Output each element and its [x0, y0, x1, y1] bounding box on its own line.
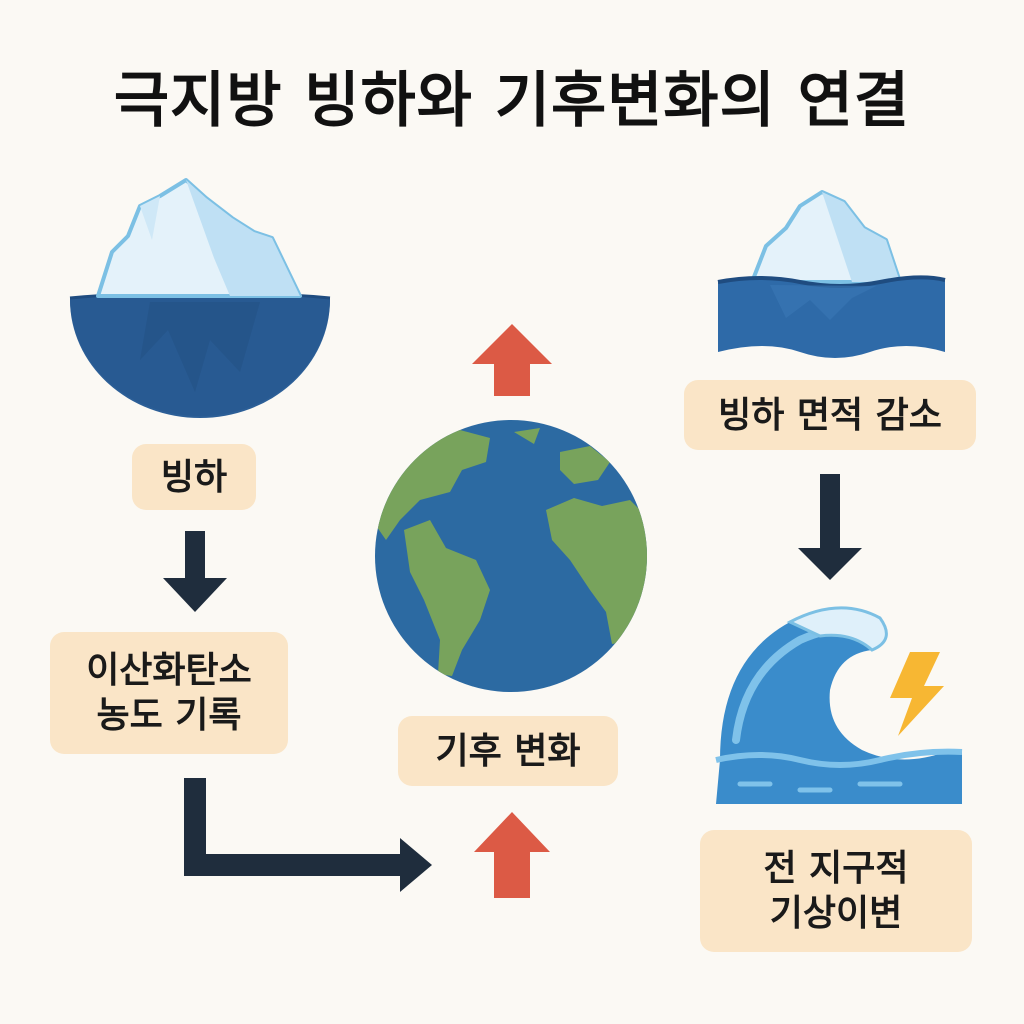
- label-area-decrease-text: 빙하 면적 감소: [718, 394, 942, 436]
- arrow-up-bottom-red: [474, 812, 550, 898]
- lightning-icon: [890, 652, 944, 736]
- arrow-co2-to-earth: [184, 778, 432, 892]
- label-weather-line2: 기상이변: [769, 893, 903, 934]
- label-extreme-weather: 전 지구적 기상이변: [700, 830, 972, 952]
- iceberg-icon: [69, 178, 331, 418]
- label-climate-change-text: 기후 변화: [435, 730, 581, 772]
- label-co2-line2: 농도 기록: [96, 695, 242, 736]
- label-co2-line1: 이산화탄소: [86, 650, 252, 691]
- label-co2-record: 이산화탄소 농도 기록: [50, 632, 288, 754]
- label-glacier-area-decrease: 빙하 면적 감소: [684, 380, 976, 450]
- melting-iceberg-icon: [717, 190, 946, 358]
- label-glacier: 빙하: [132, 444, 256, 510]
- arrow-up-top-red: [472, 324, 552, 396]
- label-glacier-text: 빙하: [160, 456, 228, 498]
- arrow-down-area-to-weather: [798, 474, 862, 580]
- label-climate-change: 기후 변화: [398, 716, 618, 786]
- page-title: 극지방 빙하와 기후변화의 연결: [113, 66, 911, 136]
- earth-globe-icon: [375, 420, 647, 692]
- arrow-down-glacier-to-co2: [163, 531, 227, 612]
- storm-wave-icon: [715, 606, 963, 804]
- label-weather-line1: 전 지구적: [763, 848, 909, 889]
